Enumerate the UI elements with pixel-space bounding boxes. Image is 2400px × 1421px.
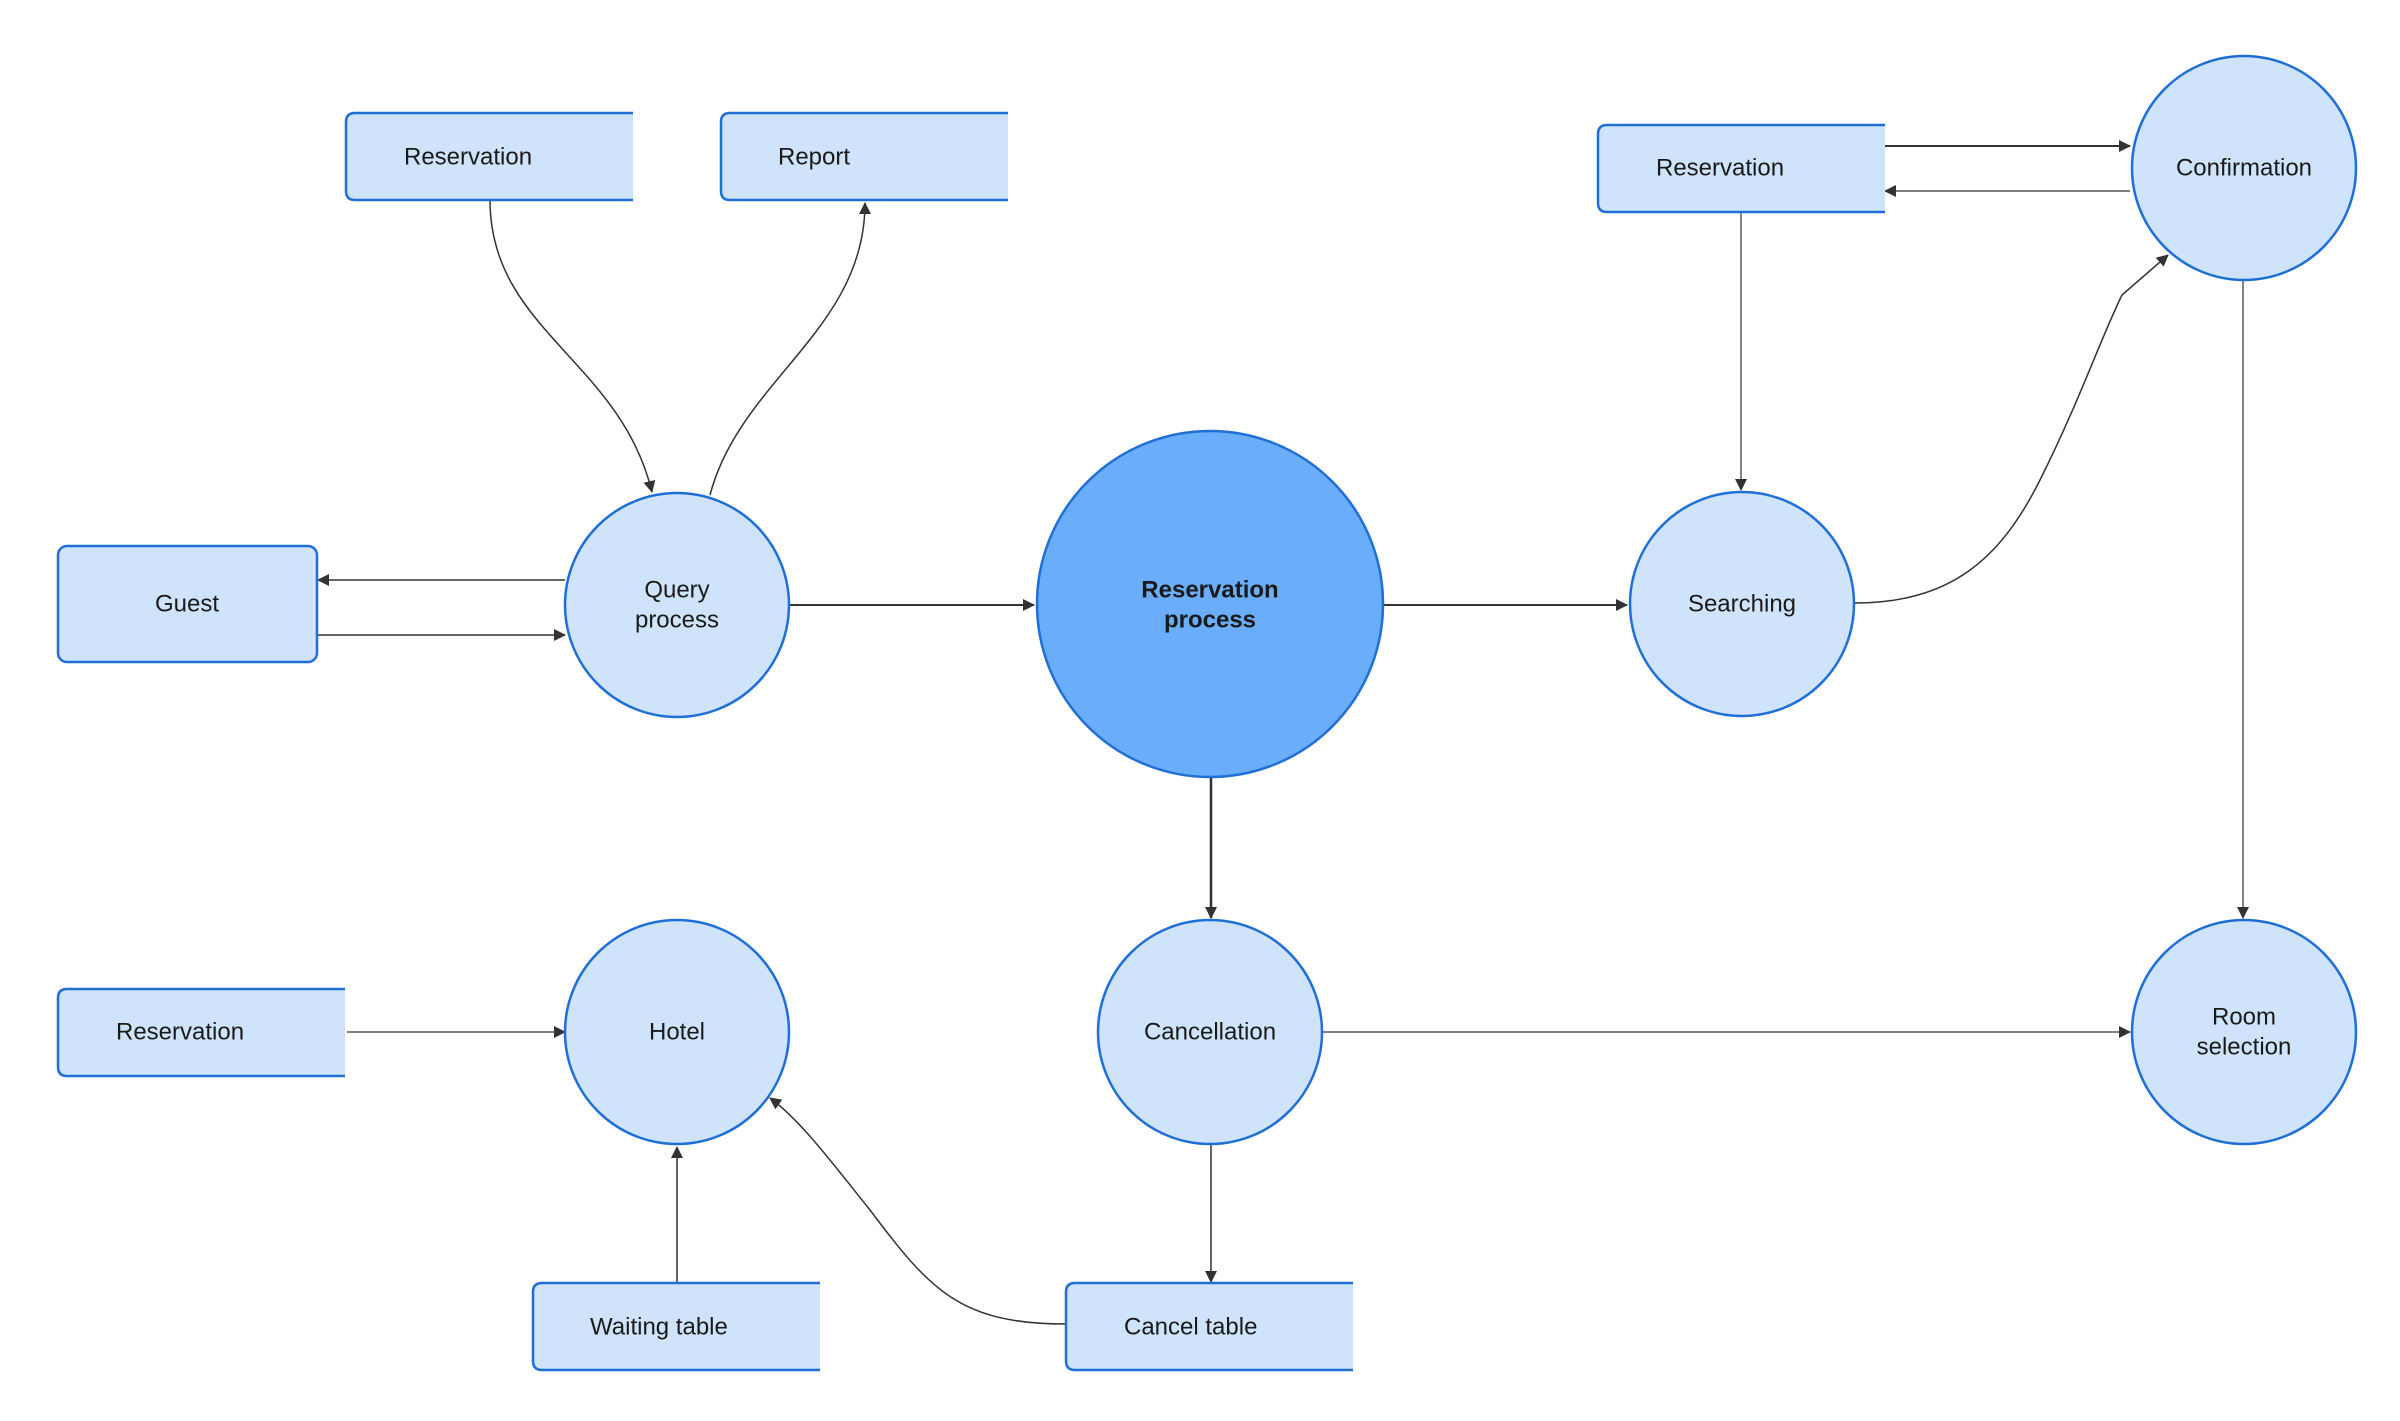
- process-reservation-process[interactable]: Reservation process: [1035, 429, 1385, 779]
- node-label: Waiting table: [590, 1314, 728, 1341]
- process-searching[interactable]: Searching: [1628, 490, 1856, 718]
- edge-query-to-report: [709, 202, 871, 496]
- process-hotel[interactable]: Hotel: [563, 918, 791, 1146]
- node-label-line-2: selection: [2197, 1034, 2292, 1061]
- node-label: Cancellation: [1144, 1019, 1276, 1046]
- node-label-line-1: Room: [2212, 1004, 2276, 1031]
- edges: [317, 140, 2249, 1325]
- node-label: Guest: [155, 591, 219, 618]
- edge-cancel-table-to-hotel: [769, 1097, 1067, 1325]
- process-confirmation[interactable]: Confirmation: [2130, 54, 2358, 282]
- edge-searching-to-confirmation: [1853, 254, 2169, 604]
- data-store-reservation-top-right[interactable]: Reservation: [1596, 123, 1885, 214]
- node-label-line-1: Query: [644, 577, 709, 604]
- data-store-report[interactable]: Report: [719, 111, 1008, 202]
- process-room-selection[interactable]: Room selection: [2130, 918, 2358, 1146]
- node-label: Reservation: [404, 144, 532, 171]
- node-label: Searching: [1688, 591, 1796, 618]
- node-label: Reservation: [1656, 155, 1784, 182]
- node-label: Report: [778, 144, 850, 171]
- data-store-cancel-table[interactable]: Cancel table: [1064, 1281, 1353, 1372]
- data-store-waiting-table[interactable]: Waiting table: [531, 1281, 820, 1372]
- node-label-line-1: Reservation: [1141, 577, 1278, 604]
- node-label: Cancel table: [1124, 1314, 1257, 1341]
- node-label: Confirmation: [2176, 155, 2312, 182]
- node-label-line-2: process: [1164, 607, 1256, 634]
- edge-reservation-to-query: [489, 199, 656, 493]
- node-label-line-2: process: [635, 607, 719, 634]
- process-query-process[interactable]: Query process: [563, 491, 791, 719]
- data-store-reservation-top-left[interactable]: Reservation: [344, 111, 633, 202]
- process-cancellation[interactable]: Cancellation: [1096, 918, 1324, 1146]
- entity-guest[interactable]: Guest: [56, 544, 319, 664]
- data-store-reservation-bottom-left[interactable]: Reservation: [56, 987, 345, 1078]
- node-label: Hotel: [649, 1019, 705, 1046]
- node-label: Reservation: [116, 1019, 244, 1046]
